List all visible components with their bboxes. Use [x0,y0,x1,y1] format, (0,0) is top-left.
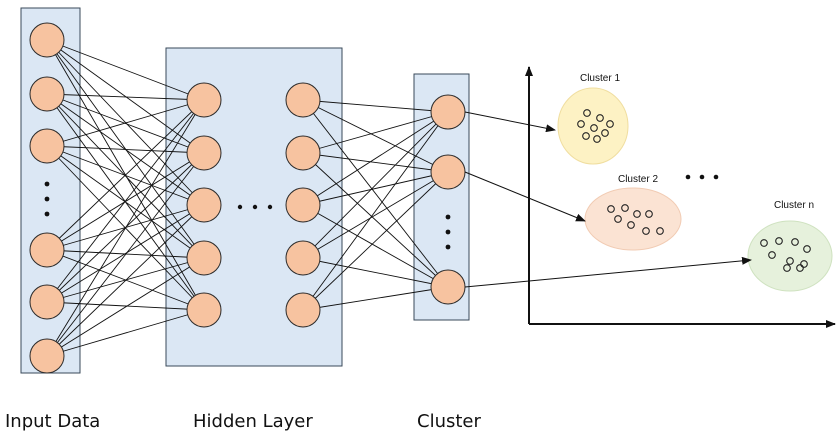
edge-input-hidden [46,301,205,311]
hidden-neuron [186,292,222,328]
cluster-neuron [430,94,466,130]
edge-hidden-cluster [302,171,449,206]
data-point [582,132,590,140]
hidden-neuron [285,135,321,171]
edge-input-hidden [46,93,205,101]
edge-input-hidden [46,152,205,357]
hidden-neuron [285,292,321,328]
edge-hidden-cluster [302,171,449,259]
hidden-neuron [285,240,321,276]
edge-hidden-cluster [302,171,449,311]
neurons [29,22,466,374]
edge-input-hidden [46,99,205,251]
data-point [796,264,804,272]
edge-input-hidden [46,257,205,357]
edge-hidden-cluster [302,152,449,173]
hidden-layer-label: Hidden Layer [193,411,313,432]
cluster-1-group: Cluster 1 [557,73,629,165]
input-neuron [29,232,65,268]
input-ellipsis [44,181,50,217]
edge-hidden-cluster [302,99,449,113]
data-point [642,227,650,235]
edge-input-hidden [46,204,205,357]
data-point [590,124,598,132]
edge-hidden-cluster [302,111,449,259]
hidden-ellipsis [237,204,273,210]
input-neuron [29,128,65,164]
cluster-plot-ellipsis [685,174,719,180]
data-point [633,210,641,218]
data-point [768,251,776,259]
arrow-to-cluster-2 [464,171,586,222]
input-neuron [29,22,65,58]
edge-hidden-cluster [302,152,449,288]
hidden-neuron [186,135,222,171]
cluster-n-label: Cluster n [774,200,814,211]
edge-input-hidden [46,39,205,101]
data-point [783,264,791,272]
connections [46,39,449,357]
cluster-neuron [430,154,466,190]
edge-input-hidden [46,204,205,303]
data-point [786,257,794,265]
data-point [760,239,768,247]
edge-hidden-cluster [302,257,449,288]
data-point [601,129,609,137]
data-point [614,215,622,223]
cluster-2-label: Cluster 2 [618,174,658,185]
data-point [606,120,614,128]
cluster-layer-label: Cluster [417,411,481,432]
edge-input-hidden [46,99,205,303]
cluster-arrows [464,111,752,288]
edge-input-hidden [46,99,205,357]
data-point [583,109,591,117]
edge-input-hidden [46,309,205,357]
data-point [775,237,783,245]
hidden-neuron [285,187,321,223]
data-point [596,114,604,122]
data-point [656,227,664,235]
edge-hidden-cluster [302,111,449,154]
data-point [645,210,653,218]
edge-hidden-cluster [302,111,449,206]
data-point [627,221,635,229]
input-layer-label: Input Data [5,411,101,432]
input-neuron [29,284,65,320]
data-point [593,135,601,143]
cluster-2-group: Cluster 2 [584,174,682,251]
edge-hidden-cluster [302,286,449,311]
cluster-1-points [577,109,614,143]
cluster-2-ellipse [584,187,682,251]
data-point [800,260,808,268]
data-point [791,238,799,246]
cluster-n-points [760,237,811,272]
hidden-neuron [285,82,321,118]
arrow-to-cluster-n [464,256,752,288]
cluster-neuron [430,269,466,305]
edge-input-hidden [46,99,205,147]
edge-hidden-cluster [302,111,449,311]
cluster-ellipsis [445,214,451,250]
edge-hidden-cluster [302,204,449,288]
edge-hidden-cluster [302,99,449,173]
hidden-neuron [186,187,222,223]
hidden-neuron [186,240,222,276]
input-neuron [29,338,65,374]
cluster-1-ellipse [557,87,629,165]
hidden-neuron [186,82,222,118]
arrow-to-cluster-1 [464,111,556,133]
data-point [607,205,615,213]
edge-input-hidden [46,145,205,154]
cluster-n-ellipse [747,220,833,292]
data-point [803,245,811,253]
data-point [577,120,585,128]
cluster-n-group: Cluster n [747,200,833,292]
edge-hidden-cluster [302,99,449,288]
cluster-2-points [607,204,664,235]
input-neuron [29,76,65,112]
data-point [621,204,629,212]
cluster-1-label: Cluster 1 [580,73,620,84]
